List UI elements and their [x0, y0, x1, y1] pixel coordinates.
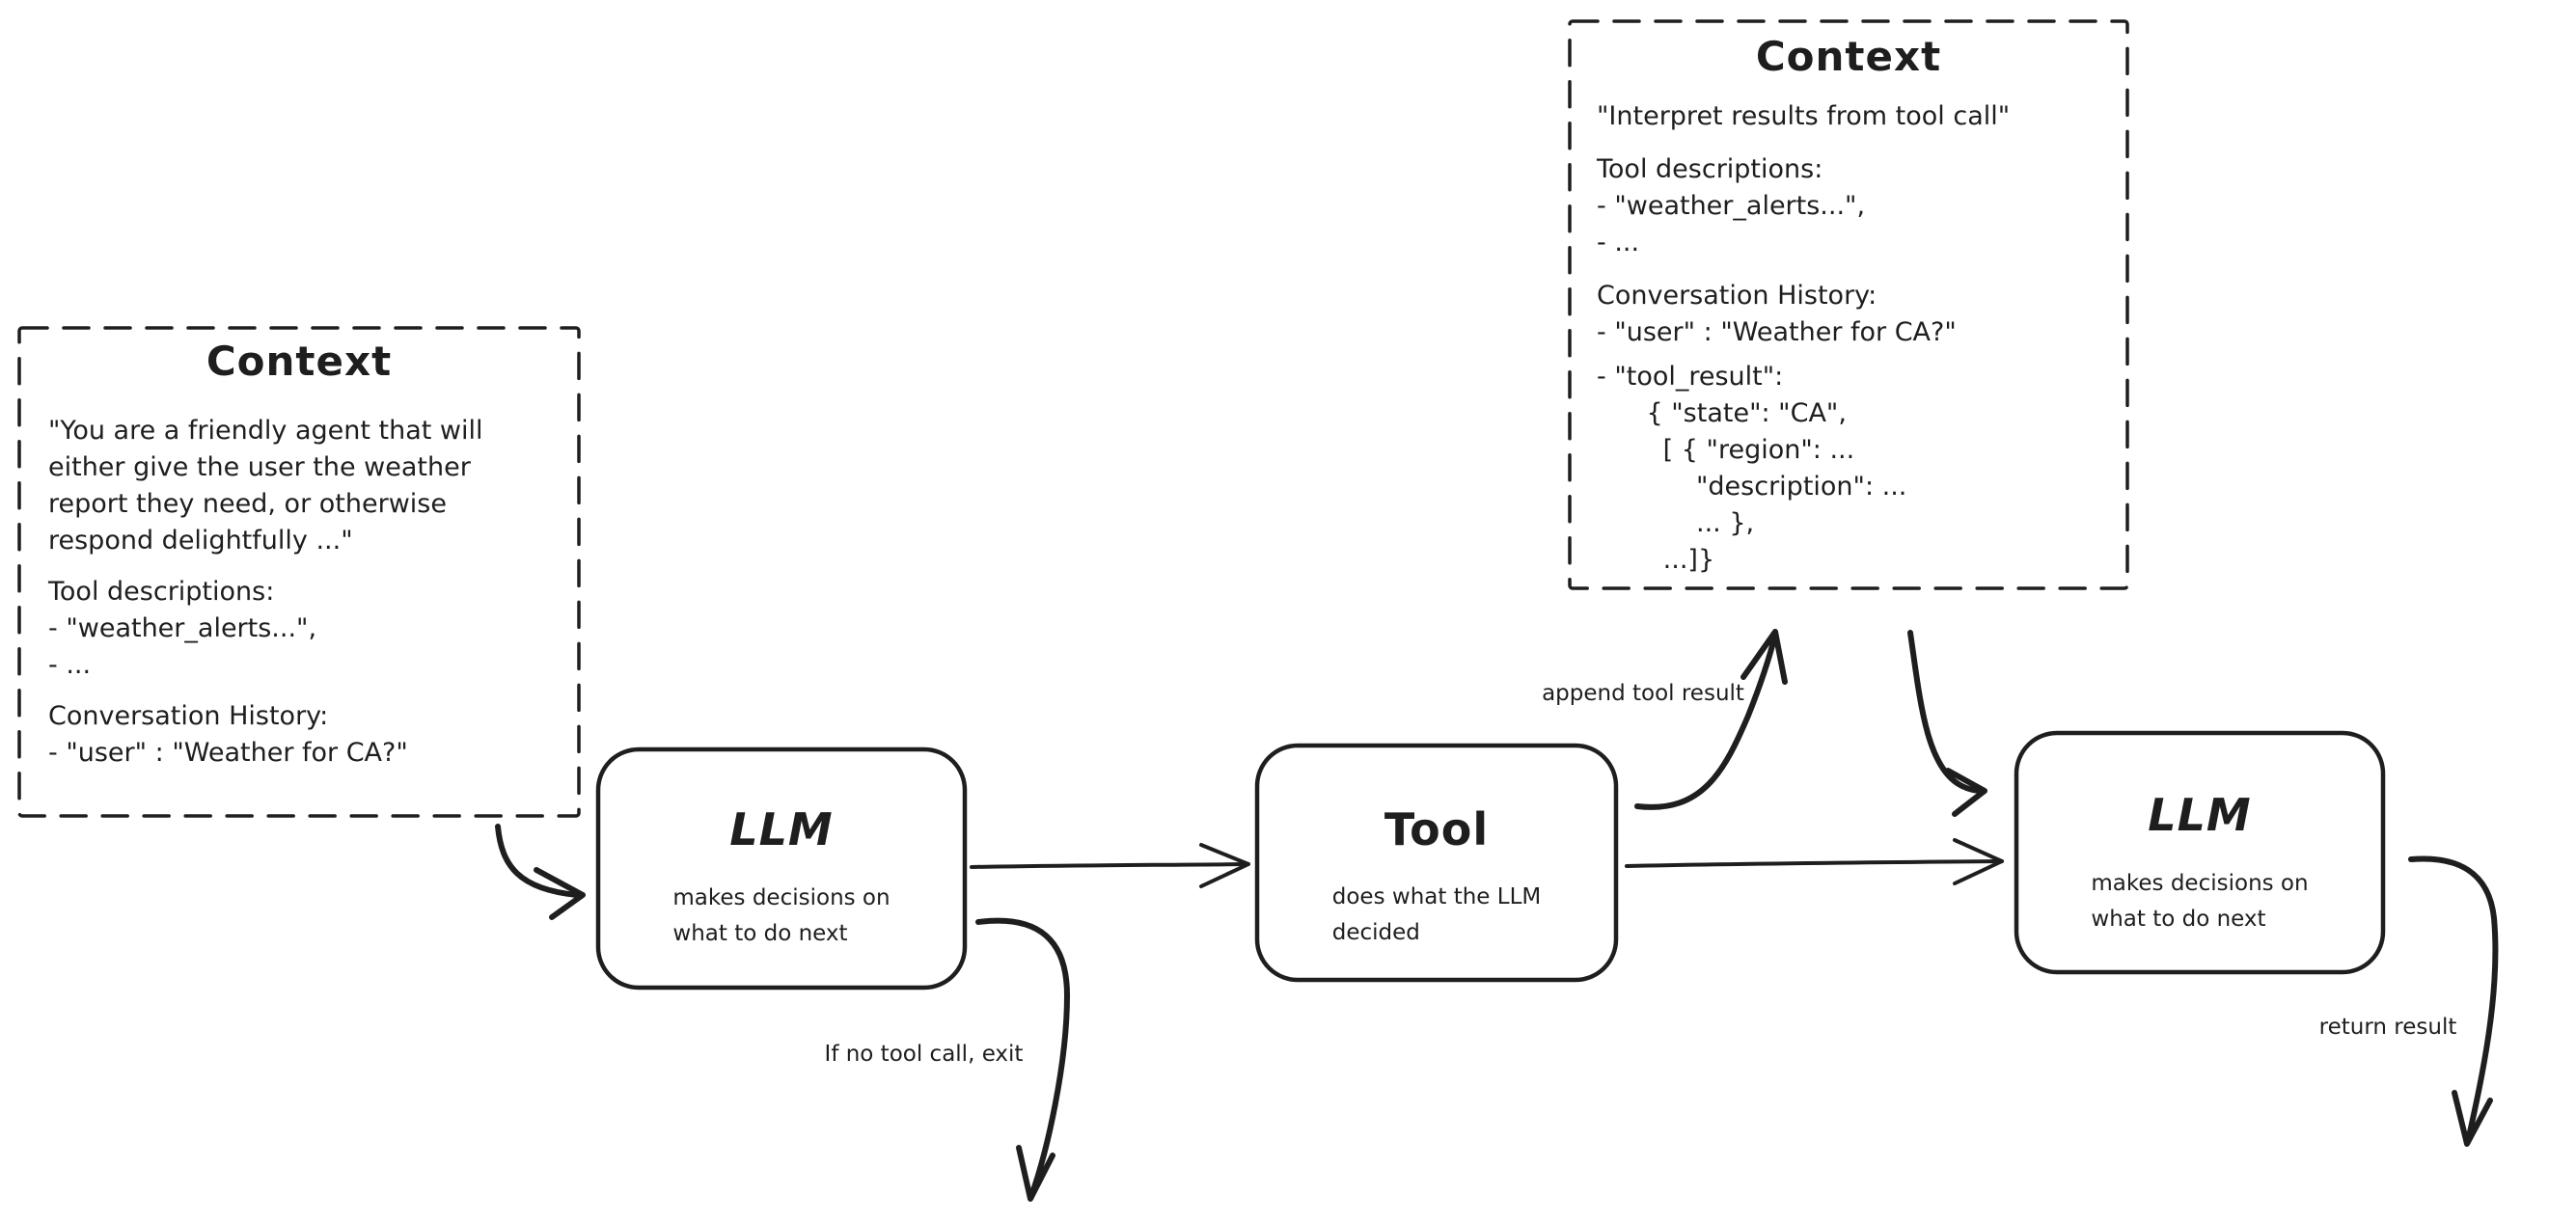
tool-node-title: Tool: [1384, 803, 1490, 855]
context-after-tool-tool-descriptions: Tool descriptions: - "weather_alerts...",…: [1597, 151, 2108, 261]
context-initial-body: "You are a friendly agent that will eith…: [48, 413, 560, 786]
context-after-tool-conversation: Conversation History: - "user" : "Weather…: [1597, 278, 2108, 351]
tool-descriptions-items: - "weather_alerts...", - ...: [1597, 191, 1866, 258]
context-after-tool-box-outline: [1568, 19, 2129, 590]
arrow-llm1-to-tool: [970, 843, 1250, 888]
conversation-items: - "user" : "Weather for CA?": [1597, 317, 1957, 347]
conversation-heading: Conversation History:: [1597, 281, 1877, 311]
context-initial-box-outline: [17, 326, 581, 818]
arrow-llm1-exit: [975, 917, 1070, 1202]
context-after-tool-system-prompt: "Interpret results from tool call": [1597, 101, 2011, 131]
context-initial-system-prompt: "You are a friendly agent that will eith…: [48, 416, 483, 556]
llm1-node-subtitle: makes decisions on what to do next: [672, 885, 891, 946]
context-initial-conversation: Conversation History: - "user" : "Weather…: [48, 698, 560, 772]
tool-box-outline: [1254, 743, 1619, 983]
llm2-node-subtitle: makes decisions on what to do next: [2091, 871, 2309, 932]
context-after-tool-title: Context: [1755, 33, 1942, 80]
conversation-heading: Conversation History:: [48, 701, 329, 731]
arrow-context-to-llm2: [1907, 630, 1987, 817]
if-no-tool-call-exit-label: If no tool call, exit: [824, 1042, 1024, 1067]
return-result-label: return result: [2318, 1015, 2457, 1040]
arrow-context-initial-to-llm1: [495, 824, 586, 920]
llm2-box-outline: [2014, 730, 2386, 975]
arrow-tool-to-llm2: [1625, 838, 2004, 885]
llm1-box-outline: [595, 746, 968, 990]
context-initial-title: Context: [206, 338, 393, 385]
llm1-node-title: LLM: [729, 803, 834, 855]
context-initial-tool-descriptions: Tool descriptions: - "weather_alerts...",…: [48, 574, 560, 684]
llm2-node-title: LLM: [2148, 789, 2252, 841]
tool-node-subtitle: does what the LLM decided: [1331, 884, 1542, 945]
tool-descriptions-items: - "weather_alerts...", - ...: [48, 613, 317, 680]
tool-descriptions-heading: Tool descriptions:: [1597, 154, 1823, 184]
append-tool-result-label: append tool result: [1542, 681, 1744, 706]
arrow-tool-to-context-append: [1634, 629, 1788, 810]
context-after-tool-tool-result: - "tool_result": { "state": "CA", [ { "r…: [1597, 362, 1907, 575]
tool-descriptions-heading: Tool descriptions:: [48, 577, 275, 607]
context-after-tool-body: "Interpret results from tool call" Tool …: [1597, 98, 2108, 593]
conversation-items: - "user" : "Weather for CA?": [48, 738, 408, 768]
arrow-llm2-return: [2408, 855, 2499, 1147]
